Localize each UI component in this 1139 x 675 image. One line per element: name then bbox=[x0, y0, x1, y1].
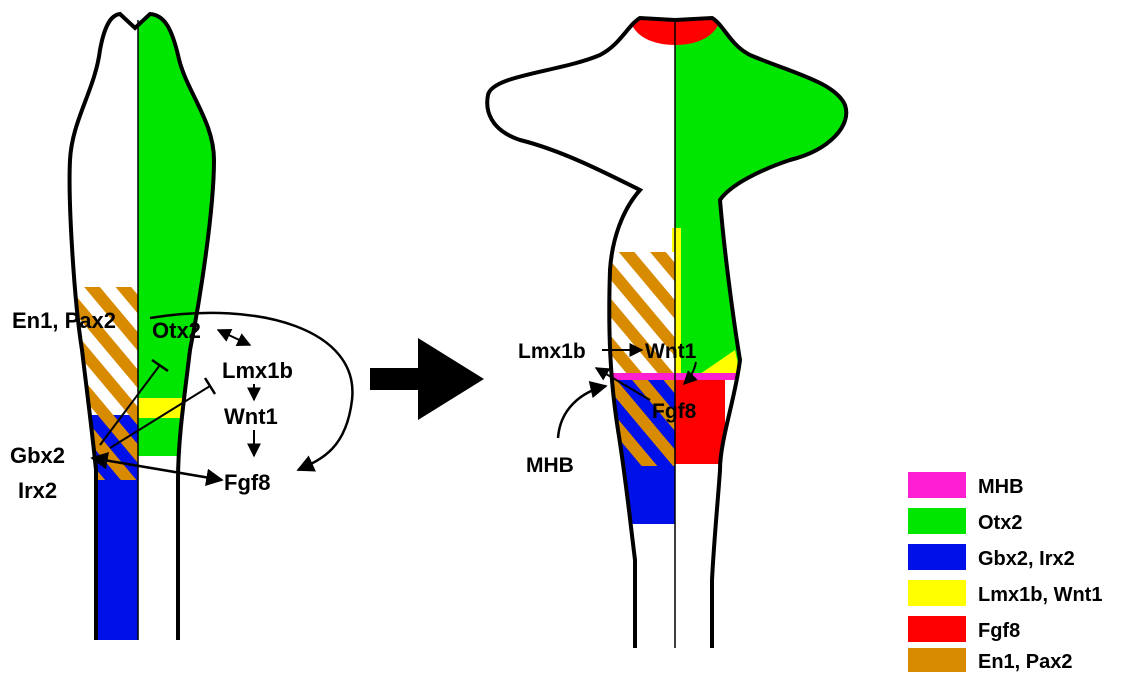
gbx2-region-left bbox=[60, 480, 138, 640]
mhb-boundary-right bbox=[600, 373, 740, 380]
gbx2-inhibits-lmx1b-bar bbox=[205, 378, 215, 394]
label-wnt1-right: Wnt1 bbox=[645, 340, 697, 363]
right-neural-tube: Lmx1b Wnt1 Fgf8 MHB bbox=[487, 0, 875, 648]
right-arrow-icon bbox=[370, 338, 484, 420]
label-gbx2-left: Gbx2 bbox=[10, 443, 65, 468]
en1-hatch-region-left bbox=[60, 287, 138, 415]
legend-label-gbx2: Gbx2, Irx2 bbox=[978, 548, 1075, 570]
label-irx2-left: Irx2 bbox=[18, 478, 57, 503]
gbx2-hatch-region-left bbox=[60, 415, 138, 480]
otx2-region-right bbox=[675, 0, 875, 375]
label-mhb-right: MHB bbox=[526, 454, 574, 477]
label-lmx1b-left: Lmx1b bbox=[222, 358, 293, 383]
legend-label-fgf8: Fgf8 bbox=[978, 620, 1020, 642]
otx2-lmx1b-arrow bbox=[218, 330, 250, 345]
legend-label-otx2: Otx2 bbox=[978, 512, 1022, 534]
legend-swatch-en1 bbox=[908, 648, 966, 672]
legend-swatch-otx2 bbox=[908, 508, 966, 534]
label-fgf8-left: Fgf8 bbox=[224, 470, 270, 495]
legend-swatch-lmx1b bbox=[908, 580, 966, 606]
legend-swatch-fgf8 bbox=[908, 616, 966, 642]
label-wnt1-left: Wnt1 bbox=[224, 404, 278, 429]
label-otx2-left: Otx2 bbox=[152, 318, 201, 343]
label-fgf8-right: Fgf8 bbox=[652, 400, 697, 423]
left-neural-tube: En1, Pax2 Otx2 Lmx1b Wnt1 Gbx2 Irx2 Fgf8 bbox=[10, 0, 352, 640]
legend-label-lmx1b: Lmx1b, Wnt1 bbox=[978, 584, 1102, 606]
label-en1-pax2-left: En1, Pax2 bbox=[12, 308, 116, 333]
mhb-pointer-arrow bbox=[558, 386, 606, 438]
legend-label-en1: En1, Pax2 bbox=[978, 651, 1073, 673]
legend-swatch-mhb bbox=[908, 472, 966, 498]
legend-label-mhb: MHB bbox=[978, 476, 1024, 498]
label-lmx1b-right: Lmx1b bbox=[518, 340, 586, 363]
gbx2-region-right bbox=[600, 466, 675, 524]
legend: MHB Otx2 Gbx2, Irx2 Lmx1b, Wnt1 Fgf8 En1… bbox=[908, 472, 1102, 673]
legend-swatch-gbx2 bbox=[908, 544, 966, 570]
